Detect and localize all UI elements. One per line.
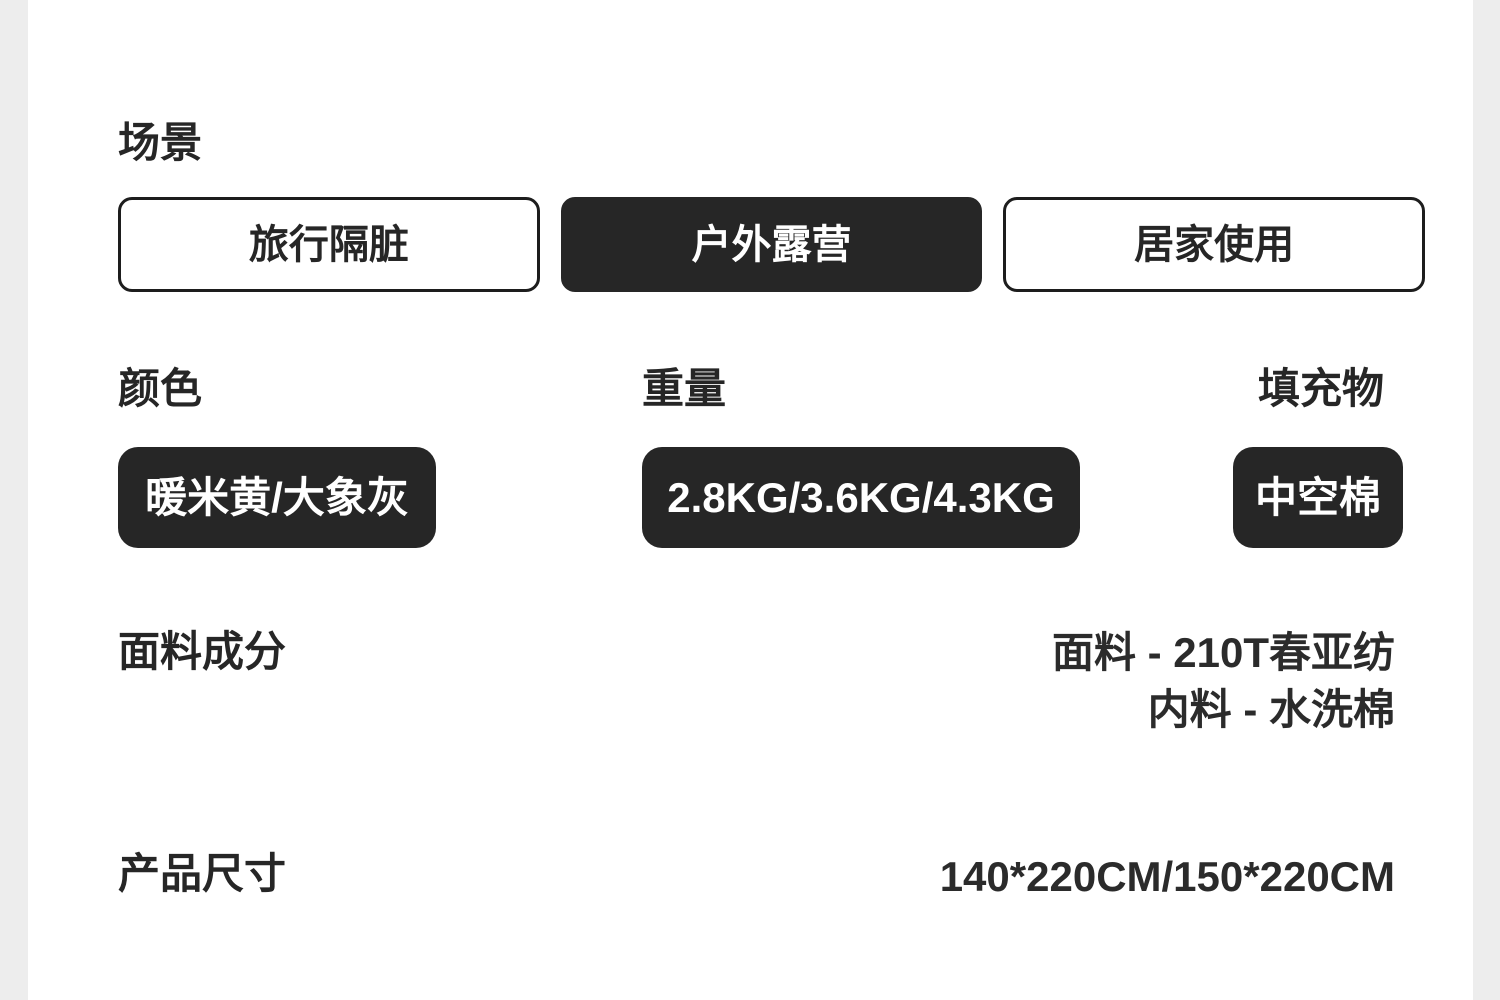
fabric-inner-value: 内料 - 水洗棉 — [1147, 686, 1395, 733]
spec-card: 场景 旅行隔脏 户外露营 居家使用 颜色 重量 填充物 暖米黄/大象灰 2.8K… — [28, 0, 1473, 1000]
scene-section-label: 场景 — [118, 119, 203, 166]
fabric-section-label: 面料成分 — [118, 628, 287, 675]
scene-option-home[interactable]: 居家使用 — [1003, 197, 1426, 292]
weight-value-chip[interactable]: 2.8KG/3.6KG/4.3KG — [642, 447, 1080, 548]
filling-value-chip[interactable]: 中空棉 — [1233, 447, 1403, 548]
fabric-values: 面料 - 210T春亚纺 内料 - 水洗棉 — [1052, 624, 1395, 738]
size-value: 140*220CM/150*220CM — [939, 853, 1395, 900]
fabric-outer-value: 面料 - 210T春亚纺 — [1051, 629, 1395, 676]
weight-label: 重量 — [642, 365, 727, 412]
size-section-label: 产品尺寸 — [118, 850, 287, 897]
scene-option-row: 旅行隔脏 户外露营 居家使用 — [118, 197, 1426, 292]
scene-option-travel[interactable]: 旅行隔脏 — [118, 197, 540, 292]
color-label: 颜色 — [118, 365, 203, 412]
color-value-chip[interactable]: 暖米黄/大象灰 — [118, 447, 436, 548]
filling-label: 填充物 — [1258, 365, 1385, 412]
scene-option-camping-selected[interactable]: 户外露营 — [560, 197, 983, 292]
